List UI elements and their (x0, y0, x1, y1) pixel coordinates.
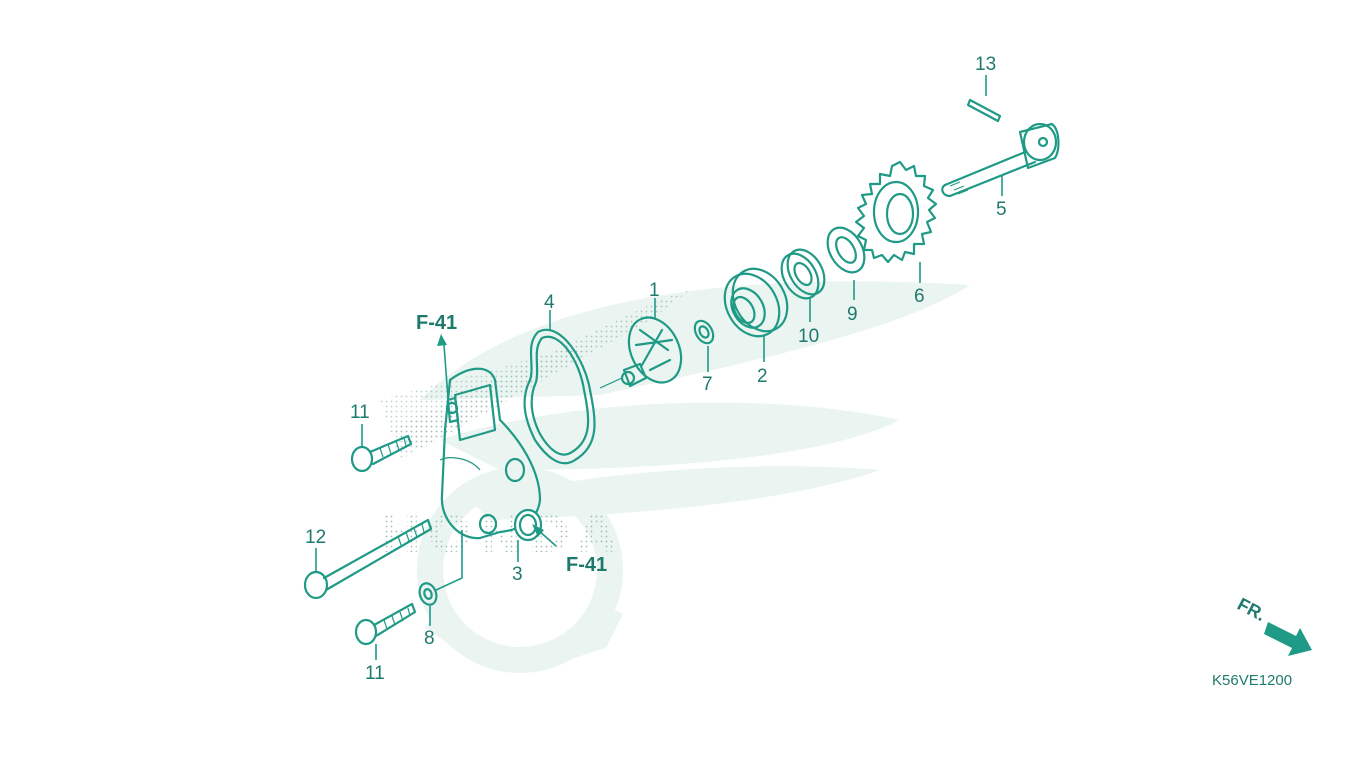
callout-11-upper: 11 (350, 402, 370, 423)
part-11-bolt-lower (354, 602, 417, 646)
part-10-bearing (780, 248, 826, 300)
callout-12: 12 (305, 527, 326, 548)
part-7-washer (693, 319, 715, 345)
front-direction-indicator: FR. (1234, 594, 1312, 656)
callout-7: 7 (702, 374, 713, 395)
callout-4: 4 (544, 292, 555, 313)
part-2-seal (723, 267, 789, 338)
honda-wing-watermark (380, 281, 970, 673)
part-5-shaft (941, 122, 1060, 198)
front-label: FR. (1234, 594, 1269, 625)
reference-label-bottom: F-41 (566, 554, 607, 576)
callout-9: 9 (847, 304, 858, 325)
callout-2: 2 (757, 366, 768, 387)
leader-lines (315, 75, 1003, 660)
callout-5: 5 (996, 199, 1007, 220)
part-11-bolt-upper (350, 434, 413, 473)
part-4-gasket (523, 328, 596, 465)
honda-text-watermark: HONDA (378, 505, 623, 565)
pump-cover (439, 367, 543, 542)
callout-6: 6 (914, 286, 925, 307)
callout-3: 3 (512, 564, 523, 585)
callout-11-lower: 11 (365, 663, 385, 684)
callout-8: 8 (424, 628, 435, 649)
callout-1: 1 (649, 280, 660, 301)
part-13-pin (966, 98, 1002, 123)
part-8-washer (418, 582, 438, 606)
front-arrow-icon (1264, 622, 1312, 656)
part-9-washer (826, 226, 866, 274)
part-1-impeller (599, 316, 683, 389)
diagram-code: K56VE1200 (1212, 672, 1293, 689)
callout-10: 10 (798, 326, 819, 347)
reference-label-top: F-41 (416, 312, 457, 334)
part-6-gear (854, 160, 938, 264)
callout-13: 13 (975, 54, 996, 75)
